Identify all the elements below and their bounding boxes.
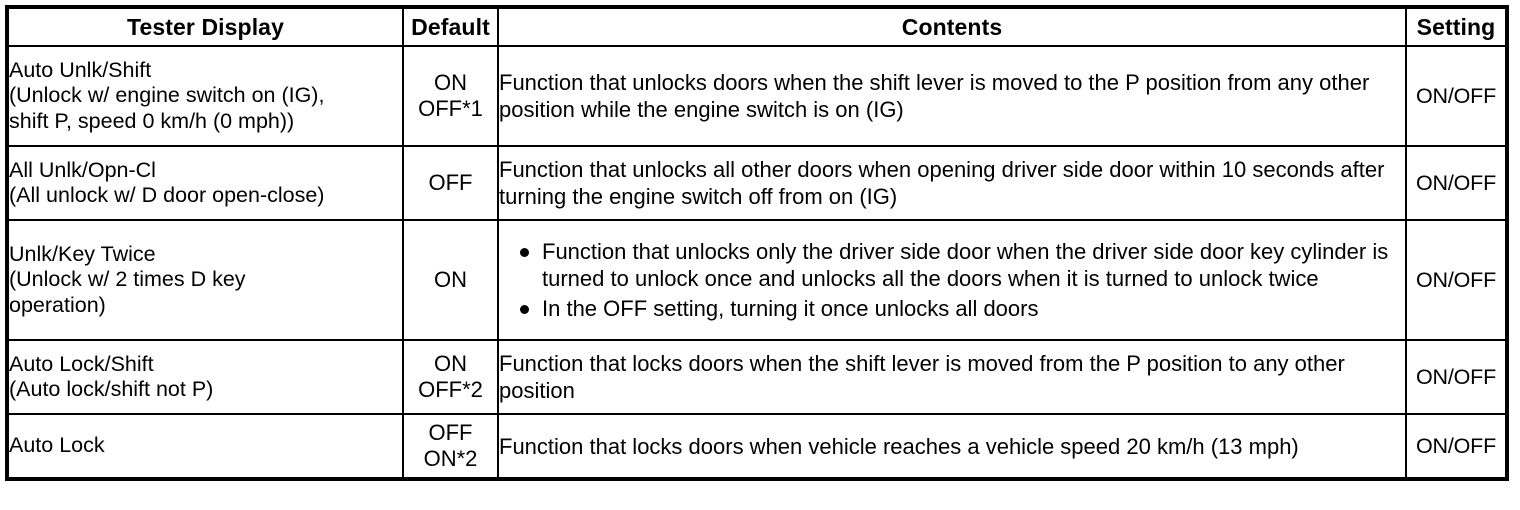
cell-tester-display: Unlk/Key Twice (Unlock w/ 2 times D key …	[6, 219, 404, 341]
column-header-default: Default	[402, 6, 499, 47]
cell-contents: Function that locks doors when vehicle r…	[497, 413, 1407, 480]
tester-display-line-3: shift P, speed 0 km/h (0 mph))	[9, 108, 295, 133]
cell-setting: ON/OFF	[1405, 145, 1508, 221]
cell-default: OFF	[402, 145, 499, 221]
tester-display-line-2: (Unlock w/ engine switch on (IG),	[9, 83, 325, 108]
table-header: Tester Display Default Contents Setting	[6, 6, 1508, 47]
table-row: Unlk/Key Twice (Unlock w/ 2 times D key …	[6, 219, 1508, 341]
cell-contents: Function that unlocks doors when the shi…	[497, 45, 1407, 147]
list-item: In the OFF setting, turning it once unlo…	[499, 295, 1405, 323]
list-item: Function that unlocks only the driver si…	[499, 238, 1405, 293]
column-header-setting: Setting	[1405, 6, 1508, 47]
tester-display-line-1: Auto Lock/Shift	[9, 351, 154, 376]
header-row: Tester Display Default Contents Setting	[6, 6, 1508, 47]
tester-display-line-3: operation)	[9, 292, 106, 317]
cell-setting: ON/OFF	[1405, 339, 1508, 415]
column-header-contents: Contents	[497, 6, 1407, 47]
cell-contents: Function that unlocks all other doors wh…	[497, 145, 1407, 221]
cell-setting: ON/OFF	[1405, 45, 1508, 147]
tester-display-line-2: (All unlock w/ D door open-close)	[9, 183, 325, 207]
table-row: Auto Lock/Shift (Auto lock/shift not P) …	[6, 339, 1508, 415]
settings-spec-table: Tester Display Default Contents Setting …	[5, 5, 1509, 481]
tester-display-line-1: Unlk/Key Twice	[9, 241, 156, 266]
cell-tester-display: Auto Lock	[6, 413, 404, 480]
tester-display-line-2: (Auto lock/shift not P)	[9, 377, 214, 401]
contents-bullet-list: Function that unlocks only the driver si…	[499, 238, 1405, 323]
tester-display-line-1: All Unlk/Opn-Cl	[9, 157, 156, 182]
cell-tester-display: Auto Unlk/Shift (Unlock w/ engine switch…	[6, 45, 404, 147]
cell-tester-display: All Unlk/Opn-Cl (All unlock w/ D door op…	[6, 145, 404, 221]
cell-contents: Function that unlocks only the driver si…	[497, 219, 1407, 341]
tester-display-line-1: Auto Unlk/Shift	[9, 57, 152, 82]
cell-contents: Function that locks doors when the shift…	[497, 339, 1407, 415]
bullet-icon	[520, 304, 529, 314]
cell-default: ON OFF*1	[402, 45, 499, 147]
bullet-icon	[520, 247, 529, 257]
table-row: All Unlk/Opn-Cl (All unlock w/ D door op…	[6, 145, 1508, 221]
list-item-text: In the OFF setting, turning it once unlo…	[542, 295, 1039, 321]
list-item-text: Function that unlocks only the driver si…	[542, 238, 1389, 292]
cell-setting: ON/OFF	[1405, 413, 1508, 480]
cell-default: OFF ON*2	[402, 413, 499, 480]
table-body: Auto Unlk/Shift (Unlock w/ engine switch…	[6, 45, 1508, 480]
cell-tester-display: Auto Lock/Shift (Auto lock/shift not P)	[6, 339, 404, 415]
table-row: Auto Unlk/Shift (Unlock w/ engine switch…	[6, 45, 1508, 147]
cell-default: ON	[402, 219, 499, 341]
cell-setting: ON/OFF	[1405, 219, 1508, 341]
cell-default: ON OFF*2	[402, 339, 499, 415]
column-header-tester-display: Tester Display	[6, 6, 404, 47]
tester-display-line-2: (Unlock w/ 2 times D key	[9, 267, 246, 292]
tester-display-line-1: Auto Lock	[9, 433, 105, 458]
table-row: Auto Lock OFF ON*2 Function that locks d…	[6, 413, 1508, 480]
